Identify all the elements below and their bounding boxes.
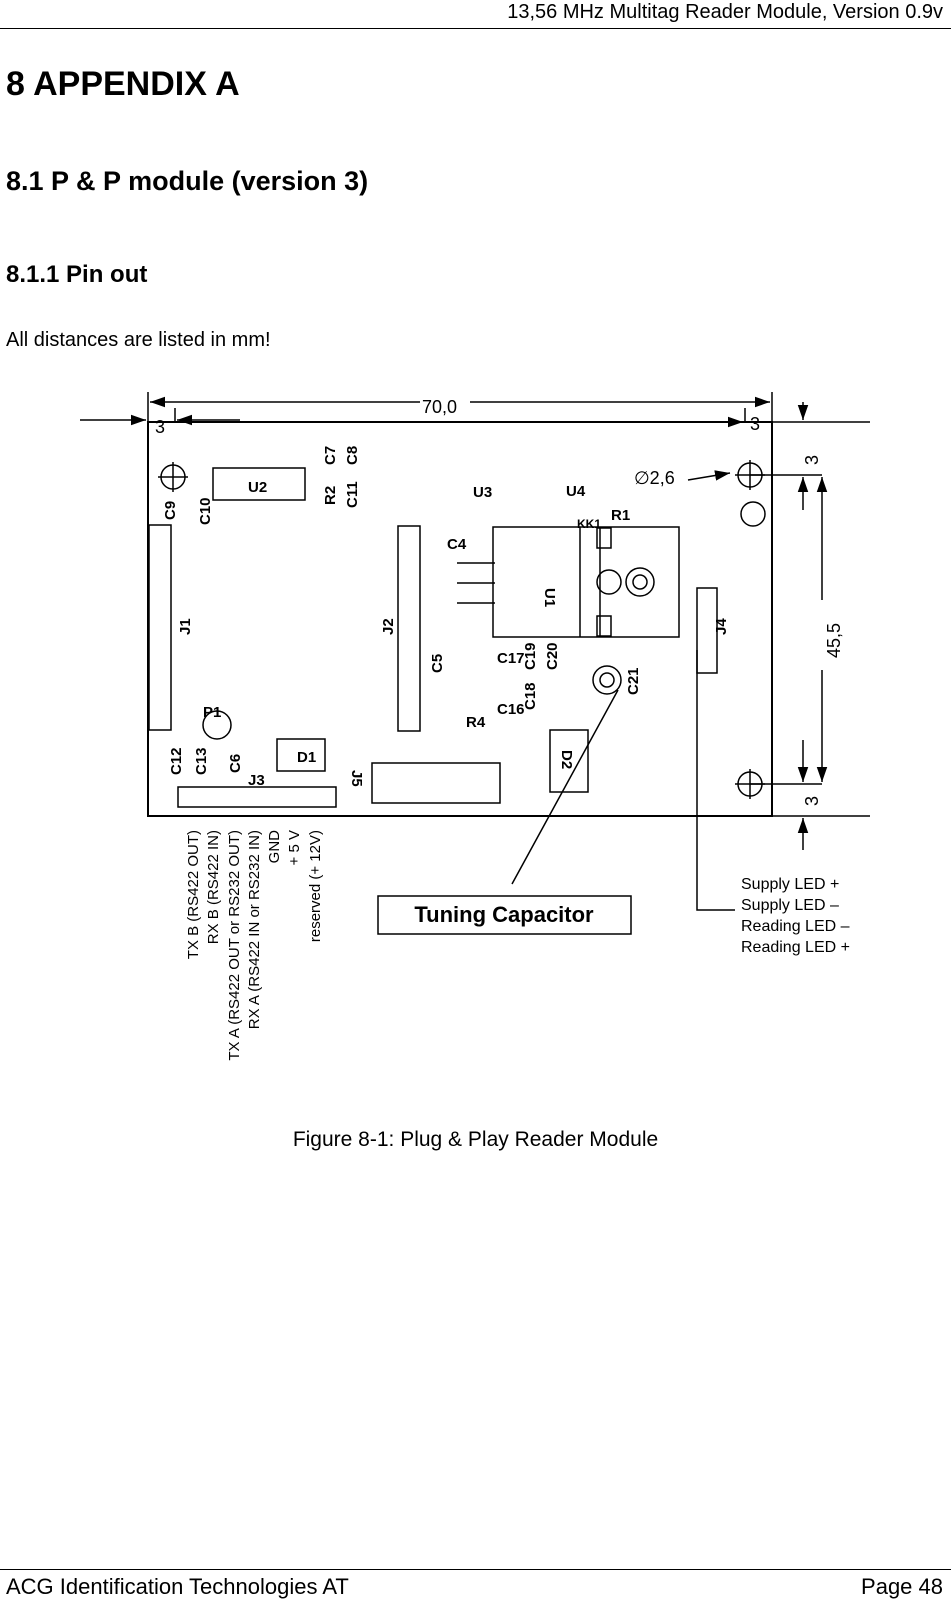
label-kk1: KK1 <box>577 517 601 531</box>
dim-left-margin: 3 <box>155 417 165 437</box>
label-d1: D1 <box>297 749 316 766</box>
pcb-figure: U2 U3 U4 R1 KK1 C4 C17 C16 R4 P1 D1 J3 C… <box>0 380 951 1100</box>
label-c20: C20 <box>544 642 561 670</box>
label-r2: R2 <box>322 486 339 505</box>
label-c9: C9 <box>162 501 179 520</box>
header-title: 13,56 MHz Multitag Reader Module, Versio… <box>507 1 943 23</box>
label-p1: P1 <box>203 704 221 721</box>
j3-pin-label: RX B (RS422 IN) <box>205 830 222 944</box>
label-c18: C18 <box>522 682 539 710</box>
subsection-heading: 8.1.1 Pin out <box>6 261 148 288</box>
j3-pin-label: RX A (RS422 IN or RS232 IN) <box>246 830 263 1029</box>
j3-pin-label: TX B (RS422 OUT) <box>185 830 202 959</box>
dim-width: 70,0 <box>422 397 457 417</box>
label-c13: C13 <box>193 747 210 775</box>
label-j4: J4 <box>713 618 730 635</box>
j3-pin-label: reserved (+ 12V) <box>307 830 324 942</box>
intro-text: All distances are listed in mm! <box>6 329 271 351</box>
dim-hole-diameter: ∅2,6 <box>634 468 675 488</box>
label-j3: J3 <box>248 772 265 789</box>
label-c19: C19 <box>522 642 539 670</box>
label-c5: C5 <box>429 654 446 673</box>
j4-pin-label: Reading LED + <box>741 939 850 956</box>
label-j5: J5 <box>348 770 365 787</box>
label-c11: C11 <box>344 481 361 508</box>
label-c16: C16 <box>497 701 525 718</box>
pcb-drawing: U2 U3 U4 R1 KK1 C4 C17 C16 R4 P1 D1 J3 C… <box>80 392 870 1061</box>
board-outline <box>147 421 773 817</box>
dim-right-margin: 3 <box>750 414 760 434</box>
label-c21: C21 <box>625 667 642 695</box>
j3-pin-label: TX A (RS422 OUT or RS232 OUT) <box>226 830 243 1061</box>
label-r4: R4 <box>466 714 486 731</box>
j4-pin-label: Supply LED – <box>741 897 839 914</box>
footer-page-number: Page 48 <box>861 1574 943 1599</box>
footer-company: ACG Identification Technologies AT <box>6 1574 349 1599</box>
figure-caption: Figure 8-1: Plug & Play Reader Module <box>292 1128 659 1151</box>
label-c8: C8 <box>344 446 361 465</box>
j3-pin-label: + 5 V <box>286 830 303 865</box>
label-u3: U3 <box>473 484 492 501</box>
label-j1: J1 <box>177 618 194 635</box>
page-footer: ACG Identification Technologies AT Page … <box>0 1569 951 1603</box>
label-r1: R1 <box>611 507 630 524</box>
label-c10: C10 <box>197 497 214 525</box>
label-c7: C7 <box>322 446 339 465</box>
label-c17: C17 <box>497 650 525 667</box>
j4-pin-label: Supply LED + <box>741 876 839 893</box>
dim-height: 45,5 <box>824 623 844 658</box>
chapter-heading: 8 APPENDIX A <box>6 65 240 103</box>
label-c12: C12 <box>168 747 185 775</box>
section-heading: 8.1 P & P module (version 3) <box>6 166 369 196</box>
page-header: 13,56 MHz Multitag Reader Module, Versio… <box>0 0 951 29</box>
dim-bottom-margin: 3 <box>802 796 822 806</box>
label-c4: C4 <box>447 536 467 553</box>
tuning-capacitor-callout: Tuning Capacitor <box>414 902 594 927</box>
label-j2: J2 <box>380 618 397 635</box>
dim-top-margin: 3 <box>802 455 822 465</box>
j4-pin-label: Reading LED – <box>741 918 850 935</box>
label-u1: U1 <box>541 588 558 607</box>
label-c6: C6 <box>227 754 244 773</box>
label-d2: D2 <box>558 750 575 769</box>
label-u2: U2 <box>248 479 267 496</box>
j3-pin-label: GND <box>266 830 283 864</box>
label-u4: U4 <box>566 483 586 500</box>
